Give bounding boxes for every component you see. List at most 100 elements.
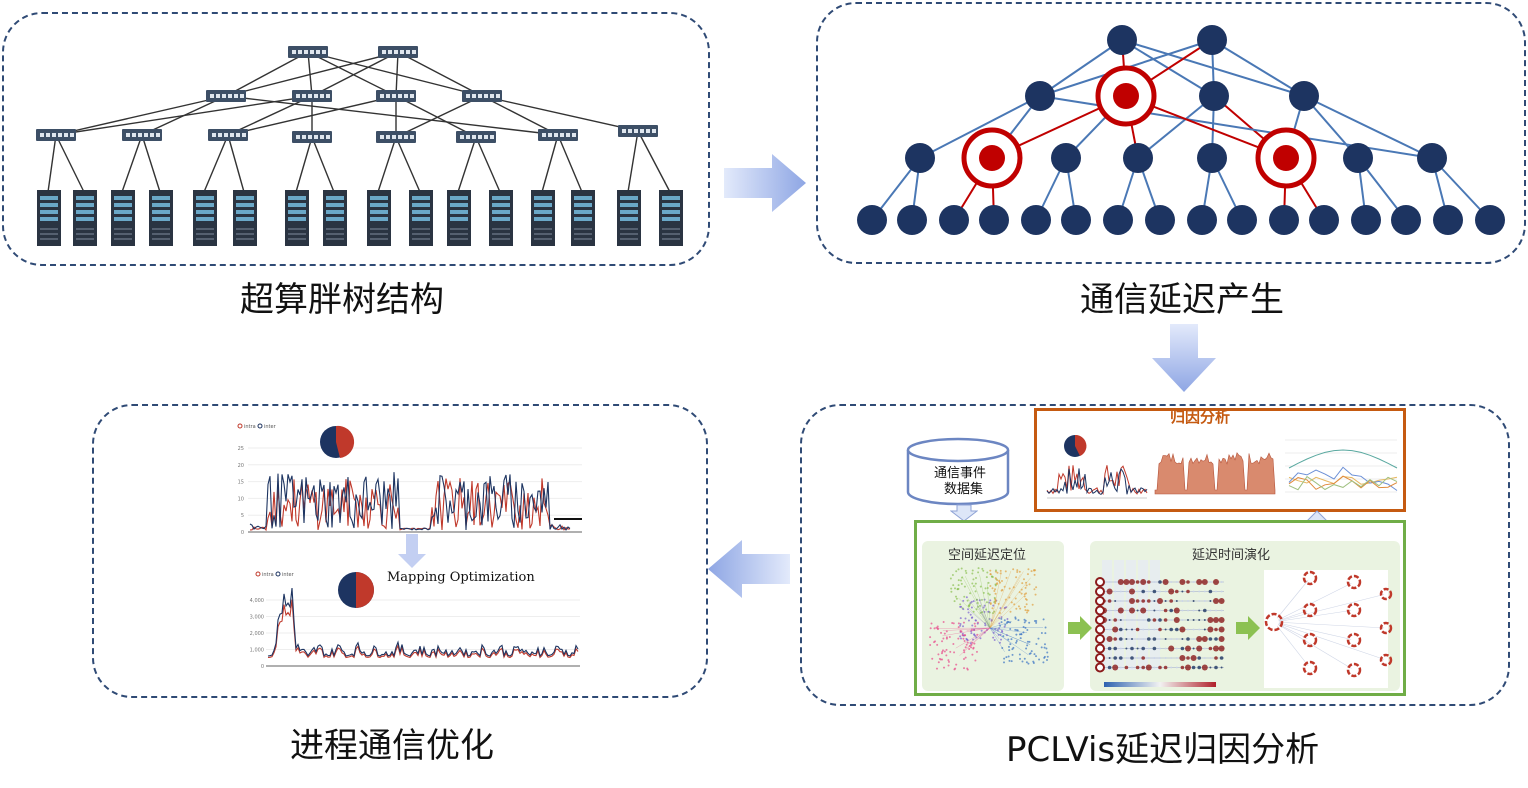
timeline-dot <box>1186 637 1190 641</box>
timeline-dot <box>1131 619 1133 621</box>
scatter-point <box>933 641 936 644</box>
link-line <box>989 627 1000 639</box>
timeline-dot <box>1125 638 1128 640</box>
link-line <box>989 574 1021 629</box>
scatter-point <box>974 619 977 622</box>
scatter-point <box>1028 640 1031 643</box>
switch-node <box>1113 83 1139 109</box>
timeline-dot <box>1119 600 1122 602</box>
timeline-dot <box>1169 627 1173 632</box>
timeline-dot <box>1175 581 1178 583</box>
timeline-dot <box>1163 608 1168 613</box>
timeline-dot <box>1162 579 1169 585</box>
switch-node <box>905 143 935 173</box>
scatter-point <box>965 596 968 599</box>
scatter-point <box>947 664 950 667</box>
scatter-point <box>992 636 995 639</box>
network-switch-icon <box>206 90 246 102</box>
server-rack-icon <box>447 190 471 246</box>
timeline-dot <box>1153 666 1156 669</box>
scatter-point <box>937 661 940 664</box>
scatter-point <box>937 653 940 656</box>
scatter-point <box>963 640 966 643</box>
scatter-point <box>968 603 971 606</box>
scatter-point <box>964 617 967 620</box>
scatter-point <box>959 624 962 627</box>
series-line <box>267 599 579 659</box>
scatter-point <box>1002 635 1005 638</box>
link-line <box>955 627 991 649</box>
scatter-point <box>989 602 992 605</box>
link-line <box>967 598 991 629</box>
switch-node <box>979 145 1005 171</box>
scatter-point <box>965 643 968 646</box>
scatter-point <box>1014 597 1017 600</box>
switch-node <box>1123 143 1153 173</box>
scatter-point <box>989 585 992 588</box>
scatter-point <box>966 641 969 644</box>
timeline-dot <box>1141 656 1145 660</box>
switch-node <box>1343 143 1373 173</box>
latency-caption: 通信延迟产生 <box>1080 280 1284 320</box>
network-switch-icon <box>462 90 502 102</box>
scatter-point <box>1021 660 1024 663</box>
link-line <box>961 575 991 629</box>
timeline-dot <box>1207 617 1214 623</box>
switch-node <box>1051 143 1081 173</box>
scatter-point <box>993 638 996 641</box>
scatter-point <box>963 634 966 637</box>
timeline-dot <box>1185 664 1191 671</box>
timeline-dot <box>1175 589 1179 594</box>
scatter-point <box>1024 586 1027 589</box>
y-tick-label: 15 <box>238 480 244 486</box>
scatter-point <box>929 644 932 647</box>
timeline-dot <box>1173 617 1180 623</box>
timeline-dot <box>1198 590 1201 593</box>
link-line <box>989 596 1025 629</box>
timeline-dot <box>1141 589 1145 594</box>
scatter-point <box>955 570 958 573</box>
scatter-point <box>953 651 956 654</box>
pie-slice <box>1075 434 1087 456</box>
scatter-point <box>964 569 967 572</box>
timeline-dot <box>1203 657 1206 659</box>
timeline-dot <box>1215 590 1217 593</box>
scatter-point <box>1012 568 1015 571</box>
scatter-point <box>975 650 978 653</box>
scatter-point <box>1026 640 1029 643</box>
switch-node <box>1417 143 1447 173</box>
scatter-point <box>996 571 999 574</box>
timeline-dot <box>1125 628 1128 631</box>
legend-label: inter <box>264 424 277 430</box>
scatter-point <box>984 587 987 590</box>
timeline-dot <box>1209 581 1212 583</box>
scatter-point <box>1029 652 1032 655</box>
timeline-dot <box>1203 608 1207 613</box>
optimize-caption: 进程通信优化 <box>290 726 494 766</box>
network-switch-icon <box>456 131 496 143</box>
scatter-point <box>1000 589 1003 592</box>
scatter-point <box>959 605 962 608</box>
timeline-dot <box>1108 628 1111 631</box>
timeline-dot <box>1220 609 1223 612</box>
scatter-point <box>955 597 958 600</box>
timeline-dot <box>1158 618 1162 622</box>
dataset-label-line1: 通信事件 <box>934 466 987 481</box>
series-line <box>1288 475 1398 490</box>
scatter-point <box>945 648 948 651</box>
timeline-dot <box>1129 607 1135 614</box>
scatter-point <box>1020 633 1023 636</box>
scatter-point <box>1020 592 1023 595</box>
scatter-point <box>940 652 943 655</box>
timeline-dot <box>1147 618 1151 622</box>
timeline-dot <box>1181 600 1184 602</box>
timeline-dot <box>1168 588 1175 595</box>
scatter-point <box>966 599 969 602</box>
link-line <box>989 627 1030 645</box>
legend-marker <box>255 571 261 577</box>
timeline-dot <box>1136 619 1139 621</box>
scatter-point <box>955 663 958 666</box>
timeline-dot <box>1125 590 1128 593</box>
timeline-dot <box>1135 580 1140 584</box>
timeline-dot <box>1147 637 1151 641</box>
